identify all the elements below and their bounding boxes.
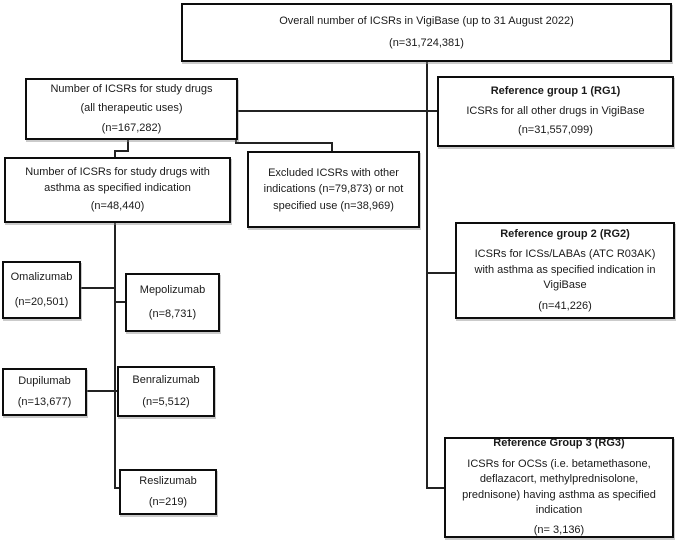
connector-study-asthma-v2	[114, 150, 116, 158]
excluded-body: Excluded ICSRs with other indications (n…	[263, 166, 404, 212]
omalizumab-count: (n=20,501)	[14, 295, 69, 308]
asthma-count: (n=48,440)	[90, 200, 145, 213]
asthma-body: Number of ICSRs for study drugs with ast…	[25, 166, 210, 194]
study-drugs-text-line1: Number of ICSRs for study drugs	[50, 82, 213, 95]
box-mepolizumab: Mepolizumab (n=8,731)	[125, 273, 220, 332]
rg3-body: ICSRs for OCSs (i.e. betamethasone, defl…	[462, 457, 656, 516]
rg2-count: (n=41,226)	[538, 299, 592, 312]
rg1-header: Reference group 1 (RG1)	[490, 85, 621, 98]
study-drugs-count: (n=167,282)	[101, 121, 162, 134]
omalizumab-name: Omalizumab	[10, 271, 73, 284]
box-overall-icsrs: Overall number of ICSRs in VigiBase (up …	[181, 3, 672, 62]
connector-study-rg1	[238, 110, 437, 112]
mepolizumab-count: (n=8,731)	[148, 308, 197, 320]
connector-trunk-omalizumab	[81, 287, 114, 289]
rg1-count: (n=31,557,099)	[518, 124, 593, 137]
box-reslizumab: Reslizumab (n=219)	[119, 469, 217, 515]
connector-dupilumab-benralizumab	[87, 390, 117, 392]
overall-icsrs-count: (n=31,724,381)	[389, 36, 464, 49]
box-reference-group-1: Reference group 1 (RG1) ICSRs for all ot…	[437, 76, 674, 147]
study-drugs-text-line2: (all therapeutic uses)	[80, 102, 183, 115]
connector-study-asthma-h	[114, 150, 129, 152]
connector-left-trunk	[114, 223, 116, 489]
benralizumab-count: (n=5,512)	[142, 395, 190, 408]
dupilumab-count: (n=13,677)	[17, 396, 72, 408]
overall-icsrs-text: Overall number of ICSRs in VigiBase (up …	[279, 15, 574, 28]
rg3-header: Reference Group 3 (RG3)	[493, 437, 625, 450]
connector-trunk-reslizumab	[114, 487, 119, 489]
connector-study-excluded-h	[235, 142, 333, 144]
connector-study-asthma-v1	[127, 140, 129, 152]
box-excluded-icsrs: Excluded ICSRs with other indications (n…	[247, 151, 420, 228]
box-dupilumab: Dupilumab (n=13,677)	[2, 368, 87, 416]
reslizumab-name: Reslizumab	[139, 475, 197, 488]
connector-spine-rg3	[428, 487, 444, 489]
connector-main-spine	[426, 62, 428, 489]
box-benralizumab: Benralizumab (n=5,512)	[117, 366, 215, 417]
box-asthma-indication: Number of ICSRs for study drugs with ast…	[4, 157, 231, 223]
connector-spine-rg2	[428, 272, 455, 274]
rg2-header: Reference group 2 (RG2)	[500, 228, 630, 241]
benralizumab-name: Benralizumab	[132, 374, 200, 387]
mepolizumab-name: Mepolizumab	[139, 283, 206, 296]
connector-trunk-mepolizumab	[116, 301, 125, 303]
rg1-body: ICSRs for all other drugs in VigiBase	[466, 104, 645, 117]
box-reference-group-3: Reference Group 3 (RG3) ICSRs for OCSs (…	[444, 437, 674, 538]
reslizumab-count: (n=219)	[148, 495, 188, 508]
rg2-body: ICSRs for ICSs/LABAs (ATC R03AK) with as…	[474, 248, 656, 292]
box-omalizumab: Omalizumab (n=20,501)	[2, 261, 81, 319]
dupilumab-name: Dupilumab	[18, 374, 71, 387]
connector-study-excluded-v2	[331, 142, 333, 152]
box-reference-group-2: Reference group 2 (RG2) ICSRs for ICSs/L…	[455, 222, 675, 319]
box-study-drugs: Number of ICSRs for study drugs (all the…	[25, 78, 238, 140]
rg3-count: (n= 3,136)	[533, 524, 585, 537]
